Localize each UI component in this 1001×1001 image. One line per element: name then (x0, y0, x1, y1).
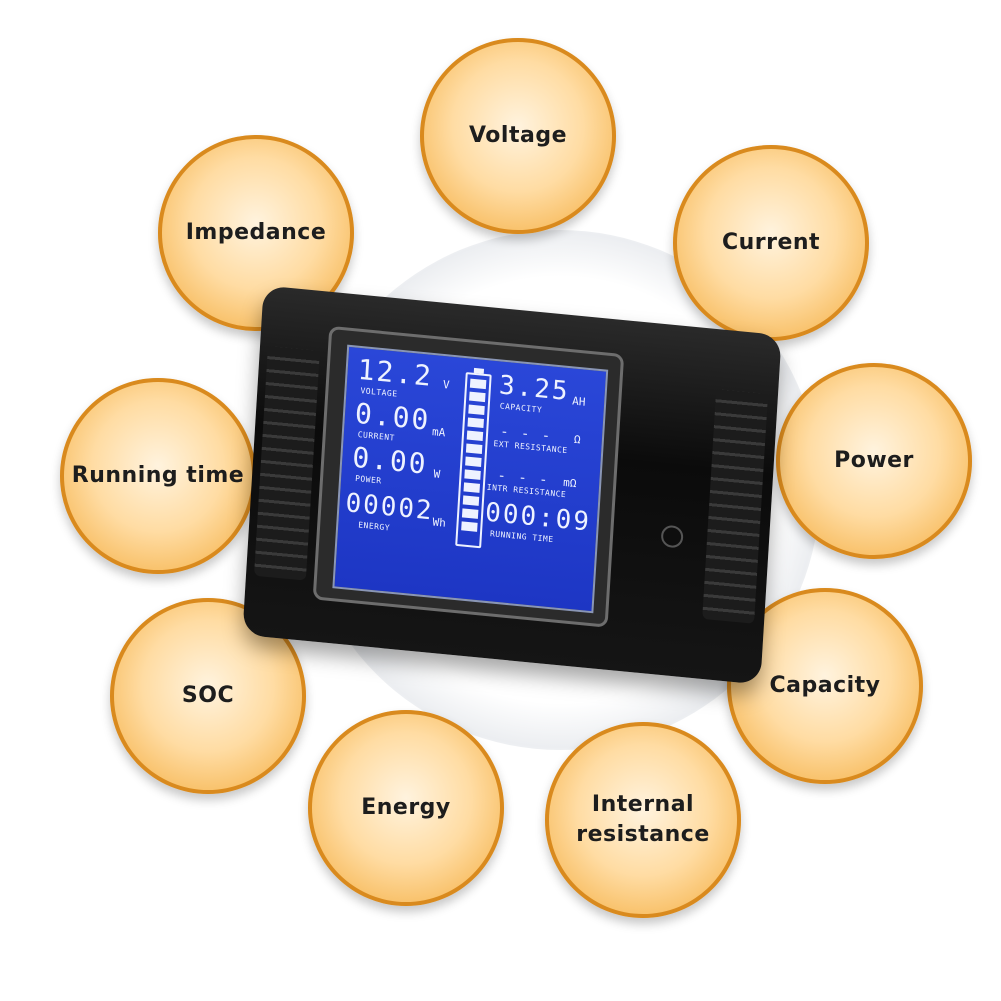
lcd-capacity-value: 3.25 (498, 370, 571, 408)
lcd-ext-resistance-unit: Ω (573, 432, 581, 447)
right-vent-grille (702, 389, 769, 624)
feature-bubble-power: Power (776, 363, 972, 559)
lcd-current-value: 0.00 (354, 396, 432, 437)
feature-bubble-internal-resistance: Internal resistance (545, 722, 741, 918)
lcd-screen: 12.2 VOLTAGE V 0.00 CURRENT mA 0.00 POWE… (332, 344, 609, 614)
lcd-bezel: 12.2 VOLTAGE V 0.00 CURRENT mA 0.00 POWE… (312, 325, 625, 628)
left-vent-grille (253, 346, 320, 581)
feature-label-capacity: Capacity (769, 673, 881, 698)
feature-label-impedance: Impedance (185, 220, 327, 245)
lcd-current-unit: mA (431, 425, 446, 440)
feature-label-voltage: Voltage (468, 123, 567, 148)
lcd-energy-unit: Wh (432, 515, 447, 530)
feature-label-energy: Energy (361, 795, 451, 820)
lcd-intr-resistance-unit: mΩ (562, 475, 577, 491)
feature-label-internal-resistance: Internal resistance (576, 792, 710, 847)
lcd-power-label: POWER (354, 473, 382, 486)
feature-bubble-running-time: Running time (60, 378, 256, 574)
lcd-power-unit: W (433, 467, 441, 482)
feature-bubble-energy: Energy (308, 710, 504, 906)
feature-label-soc: SOC (181, 683, 235, 708)
power-button[interactable] (660, 524, 684, 549)
feature-bubble-voltage: Voltage (420, 38, 616, 234)
lcd-voltage-value: 12.2 (356, 352, 434, 393)
feature-label-current: Current (721, 230, 821, 255)
battery-monitor-device: 12.2 VOLTAGE V 0.00 CURRENT mA 0.00 POWE… (242, 285, 782, 685)
lcd-power-value: 0.00 (351, 440, 429, 481)
lcd-energy-label: ENERGY (358, 520, 391, 533)
lcd-voltage-unit: V (442, 377, 451, 392)
feature-label-power: Power (834, 448, 914, 473)
feature-label-running-time: Running time (71, 463, 245, 488)
feature-bubble-current: Current (673, 145, 869, 341)
lcd-capacity-unit: AH (571, 394, 586, 409)
